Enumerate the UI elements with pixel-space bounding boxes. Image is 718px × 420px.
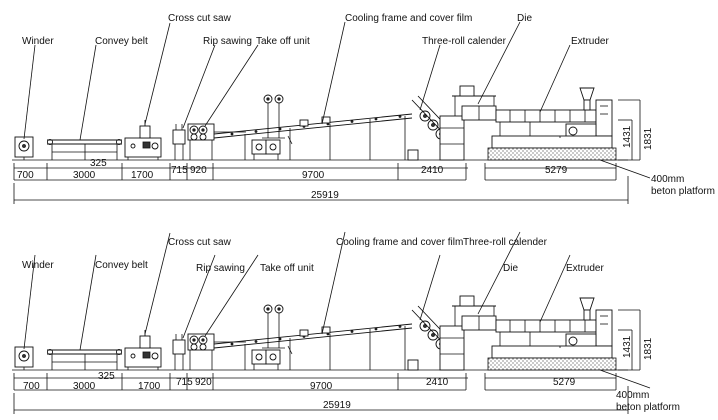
- label-platform-height: 400mm: [651, 174, 684, 185]
- dim-700: 700: [17, 170, 34, 181]
- dim-1700: 1700: [131, 170, 154, 181]
- label-cross-cut-saw: Cross cut saw: [168, 237, 232, 248]
- label-take-off-unit: Take off unit: [260, 263, 314, 274]
- dim-1700: 1700: [138, 381, 161, 392]
- dim-5279: 5279: [553, 377, 576, 388]
- label-convey-belt: Convey belt: [95, 36, 148, 47]
- label-die: Die: [517, 13, 532, 24]
- dim-3000: 3000: [73, 381, 96, 392]
- dim-1831: 1831: [643, 337, 654, 360]
- dim-920: 920: [190, 165, 207, 176]
- dim-715: 715: [171, 165, 188, 176]
- machine-drawing: [11, 21, 651, 205]
- dim-700: 700: [23, 381, 40, 392]
- label-rip-sawing: Rip sawing: [196, 263, 245, 274]
- dim-325: 325: [98, 371, 115, 382]
- dim-5279: 5279: [545, 165, 568, 176]
- dim-2410: 2410: [421, 165, 444, 176]
- label-winder: Winder: [22, 36, 54, 47]
- label-cooling-frame: Cooling frame and cover film: [336, 237, 463, 248]
- dim-1831: 1831: [643, 127, 654, 150]
- label-die: Die: [503, 263, 518, 274]
- dim-715: 715: [176, 377, 193, 388]
- dim-1431: 1431: [622, 125, 633, 148]
- label-cross-cut-saw: Cross cut saw: [168, 13, 232, 24]
- dim-25919: 25919: [323, 400, 351, 411]
- label-platform-type: beton platform: [651, 186, 715, 197]
- dim-325: 325: [90, 158, 107, 169]
- label-take-off-unit: Take off unit: [256, 36, 310, 47]
- layout-diagram-top: Winder Convey belt Cross cut saw Rip saw…: [11, 13, 715, 205]
- label-extruder: Extruder: [566, 263, 604, 274]
- layout-diagram-bottom: Winder Convey belt Cross cut saw Rip saw…: [11, 231, 680, 415]
- label-three-roll-calender: Three-roll calender: [422, 36, 507, 47]
- dim-25919: 25919: [311, 190, 339, 201]
- dim-9700: 9700: [310, 381, 333, 392]
- label-convey-belt: Convey belt: [95, 260, 148, 271]
- label-cooling-frame: Cooling frame and cover film: [345, 13, 472, 24]
- label-extruder: Extruder: [571, 36, 609, 47]
- label-platform-type: beton platform: [616, 402, 680, 413]
- dim-3000: 3000: [73, 170, 96, 181]
- dim-1431: 1431: [622, 335, 633, 358]
- label-platform-height: 400mm: [616, 390, 649, 401]
- label-three-roll-calender: Three-roll calender: [463, 237, 548, 248]
- dim-920: 920: [195, 377, 212, 388]
- dim-2410: 2410: [426, 377, 449, 388]
- dim-9700: 9700: [302, 170, 325, 181]
- label-rip-sawing: Rip sawing: [203, 36, 252, 47]
- label-winder: Winder: [22, 260, 54, 271]
